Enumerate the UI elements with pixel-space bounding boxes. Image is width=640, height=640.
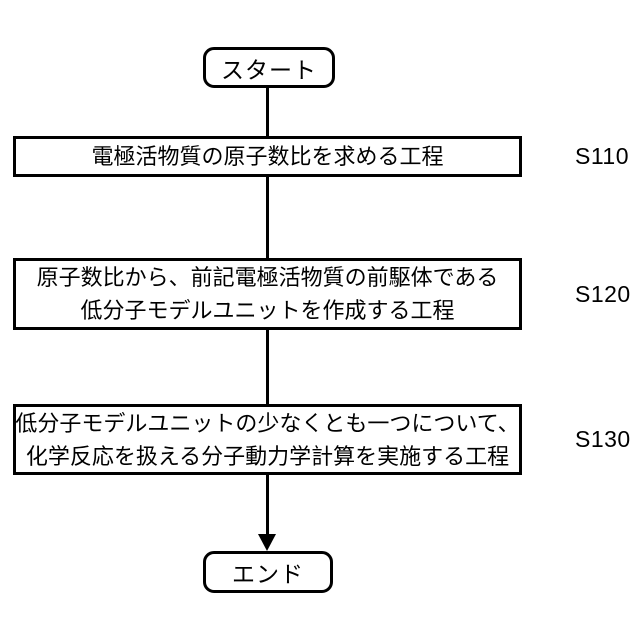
end-terminal: エンド	[203, 551, 333, 593]
step-label-s120-text: S120	[575, 280, 631, 307]
step-label-s110-text: S110	[575, 143, 630, 169]
process-s130-line2: 化学反応を扱える分子動力学計算を実施する工程	[25, 443, 510, 469]
start-label: スタート	[221, 56, 317, 83]
step-label-s130: S130	[575, 404, 640, 475]
arrowhead-down-icon	[258, 534, 276, 551]
start-terminal: スタート	[203, 47, 335, 88]
connector-s120-to-s130	[266, 330, 269, 404]
process-box-s110: 電極活物質の原子数比を求める工程	[13, 136, 522, 177]
step-label-s130-text: S130	[575, 426, 631, 452]
process-s120-line1: 原子数比から、前記電極活物質の前駆体である	[36, 265, 499, 290]
process-box-s120: 原子数比から、前記電極活物質の前駆体である 低分子モデルユニットを作成する工程	[13, 258, 522, 330]
connector-s130-to-end	[266, 475, 269, 536]
process-s130-line1: 低分子モデルユニットの少なくとも一つについて、	[15, 410, 520, 436]
process-s110-line1: 電極活物質の原子数比を求める工程	[91, 144, 444, 169]
step-label-s120: S120	[575, 258, 640, 330]
connector-start-to-s110	[266, 88, 269, 136]
end-label: エンド	[232, 561, 304, 587]
process-s120-line2: 低分子モデルユニットを作成する工程	[80, 298, 455, 323]
step-label-s110: S110	[575, 136, 640, 177]
process-box-s130: 低分子モデルユニットの少なくとも一つについて、 化学反応を扱える分子動力学計算を…	[13, 404, 522, 475]
connector-s110-to-s120	[266, 177, 269, 258]
